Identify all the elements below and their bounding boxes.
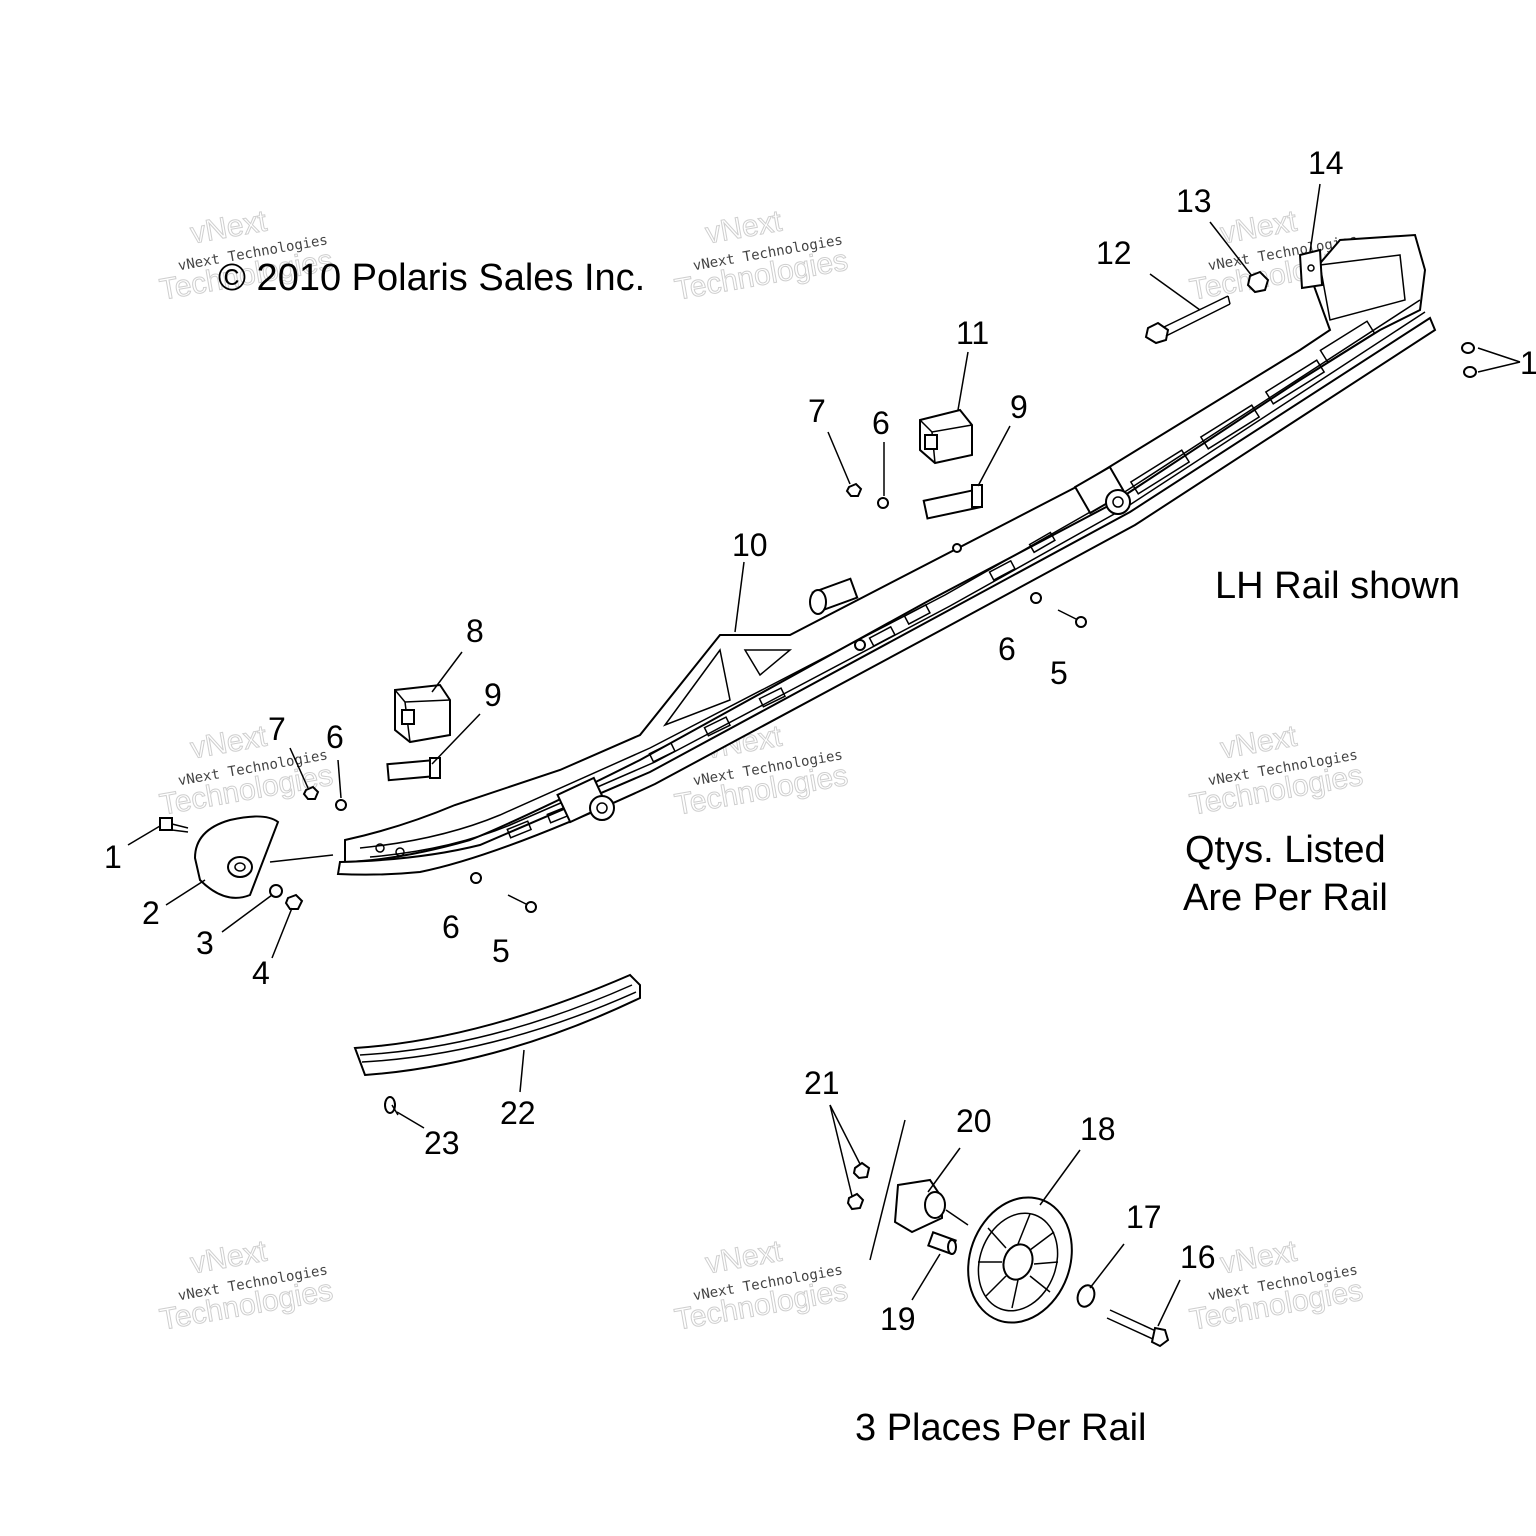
callout-11: 11 — [956, 315, 989, 351]
callout-21: 21 — [804, 1065, 840, 1101]
rail-wheel-boss — [1073, 465, 1131, 515]
bushing-19 — [927, 1231, 957, 1255]
watermark: vNext vNext Technologies Technologies — [672, 1234, 851, 1337]
watermark: vNext vNext Technologies Technologies — [672, 204, 851, 307]
slide — [353, 973, 641, 1077]
callout-22: 22 — [500, 1095, 536, 1131]
bearing-block-11 — [919, 408, 973, 465]
washer-17 — [1076, 1284, 1096, 1308]
callout-2: 2 — [142, 895, 160, 931]
callout-12: 12 — [1096, 235, 1132, 271]
nut-7-front — [302, 785, 320, 800]
washer-6-mid — [1030, 592, 1042, 604]
screw-23 — [384, 1096, 399, 1116]
bracket-14 — [1298, 248, 1324, 290]
note-qtys-line2: Are Per Rail — [1183, 877, 1388, 919]
washer-6-front — [335, 799, 347, 811]
callout-23: 23 — [424, 1125, 460, 1161]
callout-6-front: 6 — [326, 719, 344, 755]
rail — [336, 233, 1437, 876]
washer-6-upper — [877, 497, 889, 509]
washer-6-lower — [470, 872, 482, 884]
callout-3: 3 — [196, 925, 214, 961]
note-places: 3 Places Per Rail — [855, 1407, 1146, 1449]
callout-14: 14 — [1308, 145, 1344, 181]
note-lh-rail: LH Rail shown — [1215, 565, 1460, 607]
watermark-group: vNext vNext Technologies Technologies vN… — [157, 204, 1366, 1337]
callout-6-upper: 6 — [872, 405, 890, 441]
bolt-16 — [1106, 1309, 1170, 1348]
callout-19: 19 — [880, 1301, 916, 1337]
callout-7-front: 7 — [268, 711, 286, 747]
callout-1-rear: 1 — [1520, 345, 1536, 381]
rail-cap — [193, 815, 280, 899]
callout-20: 20 — [956, 1103, 992, 1139]
copyright-text: © 2010 Polaris Sales Inc. — [218, 257, 645, 299]
callout-16: 16 — [1180, 1239, 1216, 1275]
washer-3 — [269, 884, 283, 898]
callout-18: 18 — [1080, 1111, 1116, 1147]
rail-edge-hint — [869, 1119, 906, 1261]
callouts: 1 2 3 4 7 6 8 9 6 5 10 7 6 11 9 12 13 14… — [104, 145, 1536, 1337]
leader-lines — [127, 183, 1521, 1327]
bolt-1 — [159, 817, 189, 833]
callout-7-upper: 7 — [808, 393, 826, 429]
callout-4: 4 — [252, 955, 270, 991]
nut-4 — [284, 893, 304, 910]
callout-6-lower: 6 — [442, 909, 460, 945]
watermark: vNext vNext Technologies Technologies — [1187, 719, 1366, 822]
callout-1-front: 1 — [104, 839, 122, 875]
bearing-block-8 — [394, 683, 451, 744]
axle-housing-20 — [893, 1178, 969, 1234]
callout-8: 8 — [466, 613, 484, 649]
bolt-5-lower — [507, 894, 537, 913]
watermark: vNext vNext Technologies Technologies — [157, 1234, 336, 1337]
bolt-12 — [1144, 295, 1231, 345]
idler-wheel-18 — [967, 1196, 1073, 1324]
rail-wheel-boss — [556, 776, 615, 824]
nut-7-upper — [845, 482, 863, 497]
nut-21-a — [852, 1161, 871, 1180]
callout-5-lower: 5 — [492, 933, 510, 969]
rail-shaft-boss — [809, 577, 859, 615]
bolt-5-mid — [1057, 609, 1087, 628]
spacer-9-lower — [386, 757, 441, 782]
callout-13: 13 — [1176, 183, 1212, 219]
watermark: vNext vNext Technologies Technologies — [157, 719, 336, 822]
spacer-9-upper — [922, 484, 983, 520]
callout-9-lower: 9 — [484, 677, 502, 713]
callout-6-mid: 6 — [998, 631, 1016, 667]
nut-21-b — [846, 1192, 865, 1211]
rivet-pair — [1461, 342, 1477, 378]
callout-17: 17 — [1126, 1199, 1162, 1235]
callout-9-upper: 9 — [1010, 389, 1028, 425]
note-qtys-line1: Qtys. Listed — [1185, 829, 1386, 871]
callout-5-mid: 5 — [1050, 655, 1068, 691]
nut-13 — [1246, 270, 1270, 294]
callout-10: 10 — [732, 527, 768, 563]
